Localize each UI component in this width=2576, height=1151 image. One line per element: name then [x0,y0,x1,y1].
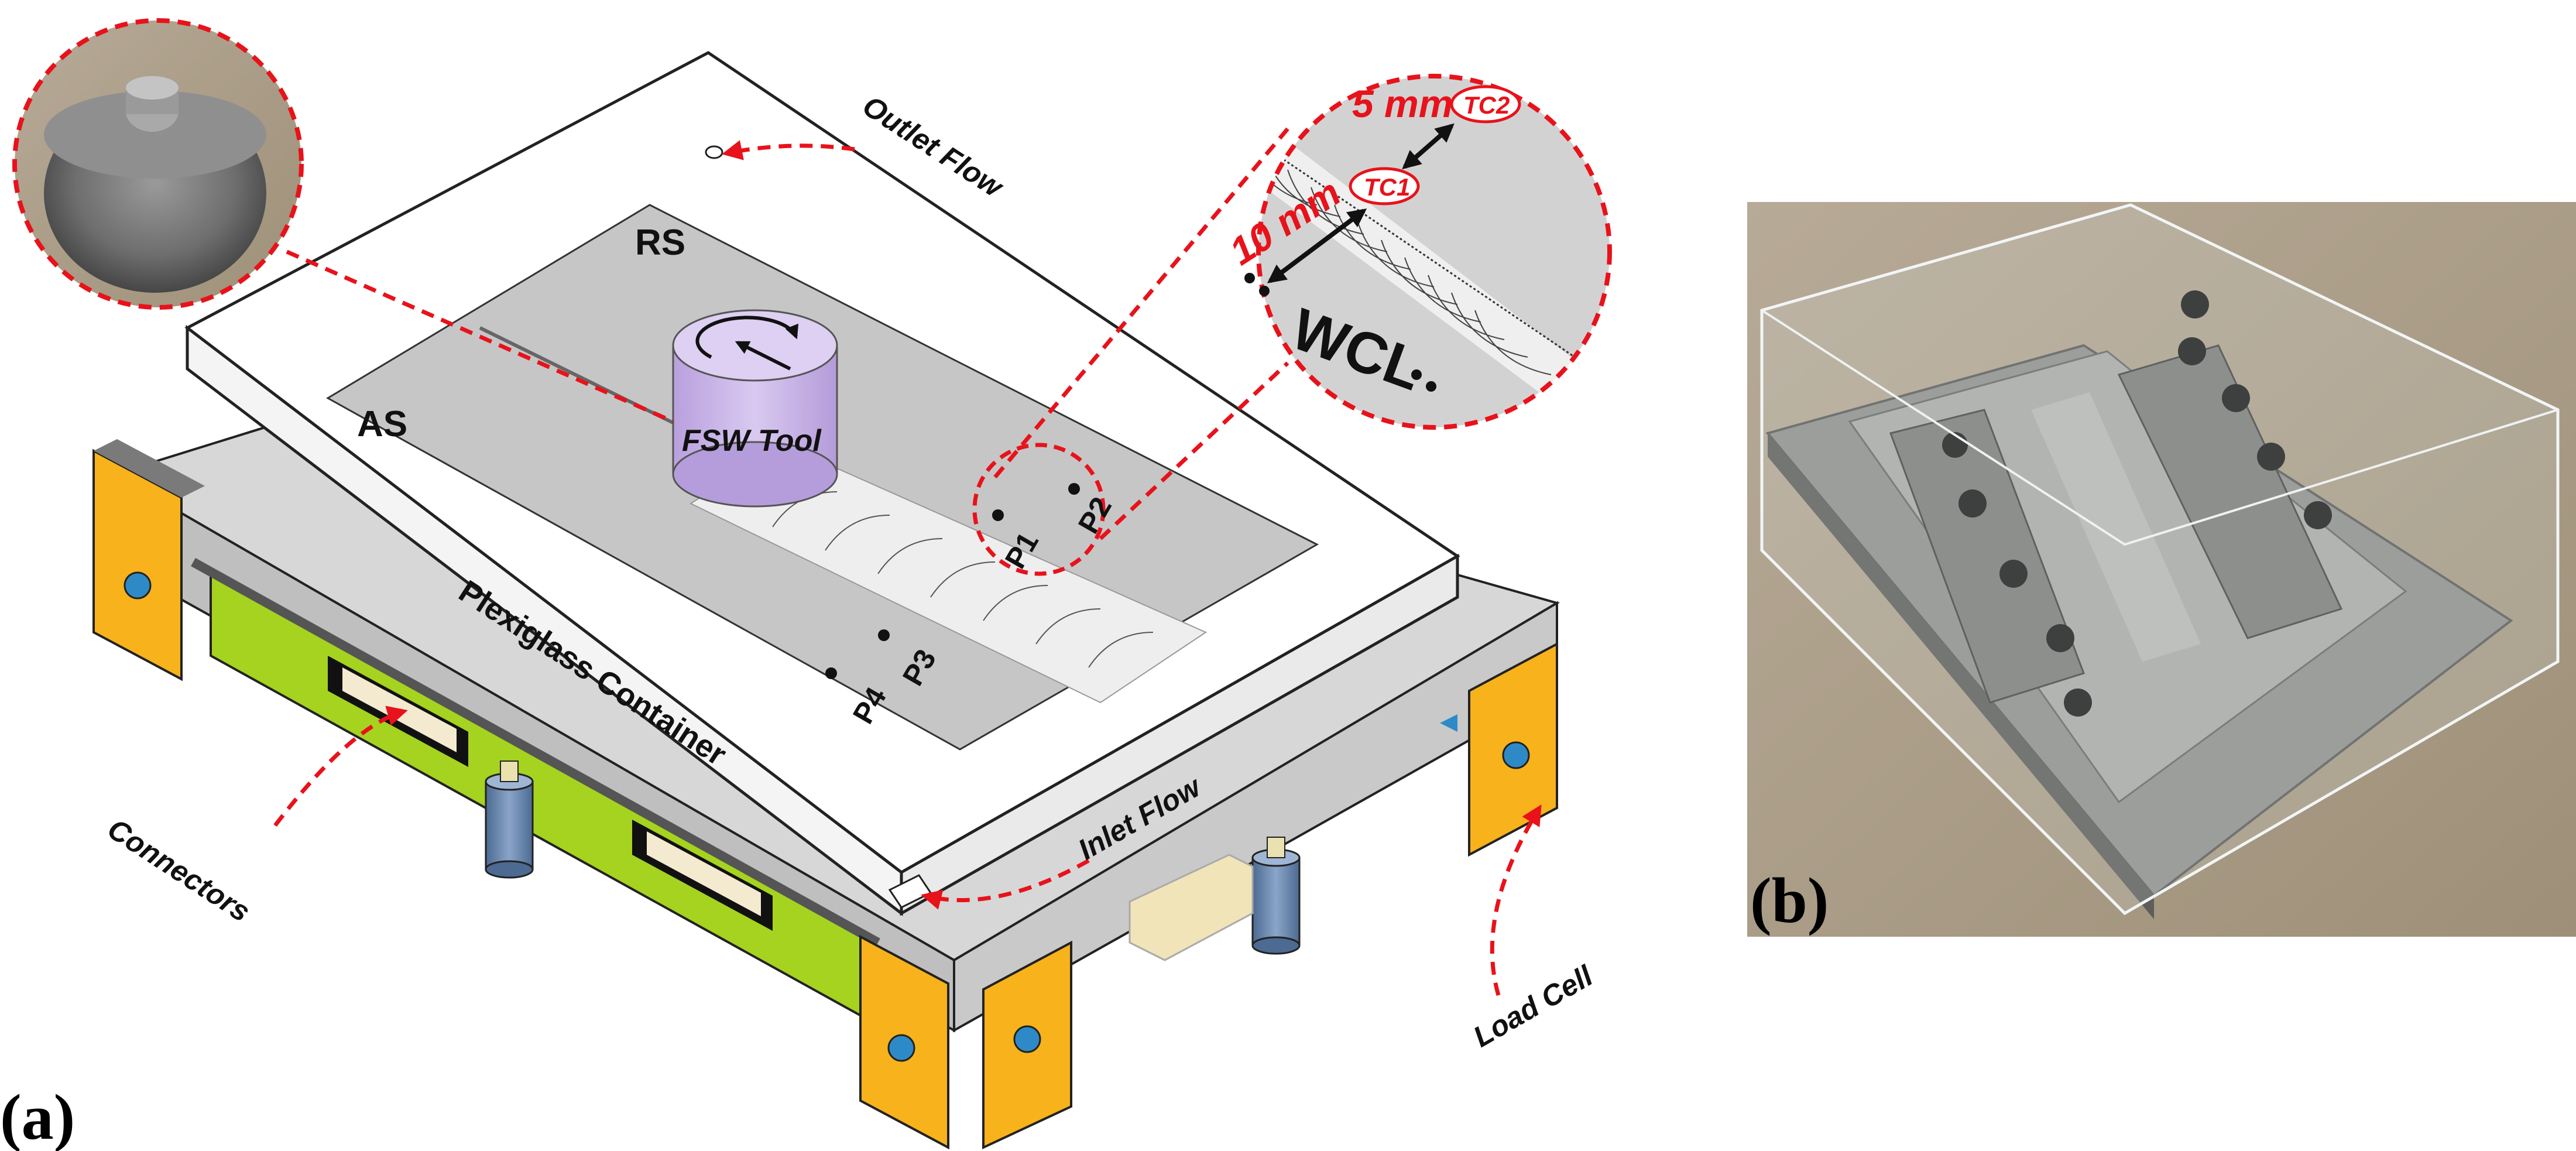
rs-label: RS [635,222,685,263]
load-cell-cylinder-2 [1251,837,1301,955]
green-panel-rail [191,558,880,947]
callout-lines [273,127,1542,996]
connector-block-2 [632,820,773,931]
tool-photo-inset [12,18,304,310]
yellow-corner-block-front-left [859,934,949,1150]
load-cell-beam [1128,854,1254,961]
panel-b-label: (b) [1750,865,1829,936]
rotation-arrow-icon [695,316,798,359]
photo-glass-box [1760,203,2560,916]
panel-b-photo: (b) [1747,202,2576,937]
photo-glass-box-rim [1761,309,2558,546]
panel-a-diagram: Outlet Flow RS AS FSW Tool Plexiglass Co… [0,18,1612,1151]
photo-clamp-bar-left [1889,409,2085,704]
measurement-points [825,483,1080,679]
weld-zoom-inset [1244,74,1612,430]
photo-weld-groove [2031,392,2201,662]
outlet-port [705,145,723,159]
panel-a-label: (a) [0,1081,75,1151]
fsw-tool [672,309,838,508]
fsw-tool-label: FSW Tool [682,424,822,458]
connectors-label: Connectors [102,812,256,928]
as-label: AS [357,404,407,444]
photo-bolts [1942,290,2332,717]
yellow-corner-block-front-right [982,940,1072,1150]
yellow-corner-block-left [92,439,205,681]
load-cell-label: Load Cell [1468,959,1599,1054]
tc1-label: TC1 [1364,173,1410,201]
dimension-5mm-label: 5 mm [1352,82,1453,125]
points-highlight-circle [972,443,1106,576]
tc2-label: TC2 [1463,91,1510,119]
photo-base-plate-edge [1768,433,2154,919]
load-cell-cylinder-1 [485,761,534,879]
yellow-corner-block-right [1468,642,1558,857]
blue-marker-icon [1440,714,1457,732]
